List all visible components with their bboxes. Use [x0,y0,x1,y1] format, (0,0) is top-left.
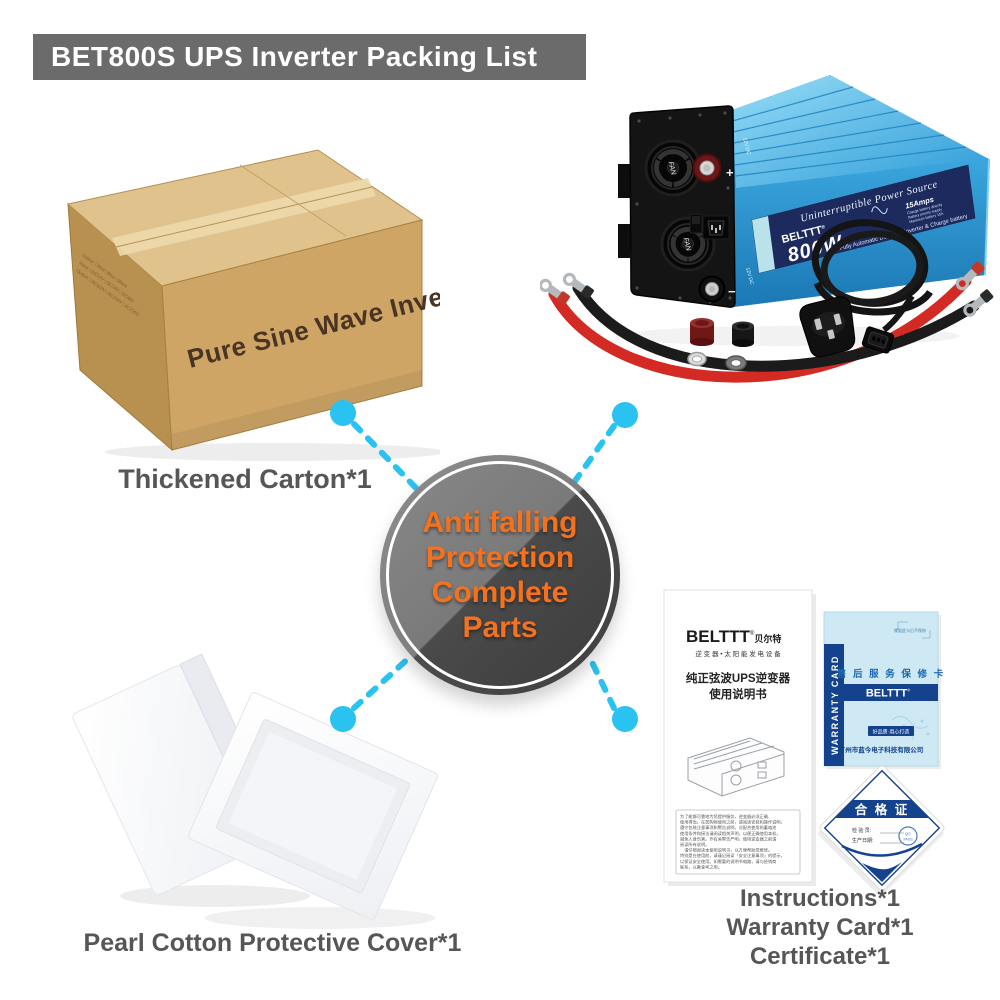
warranty-corner-note: 撕毁此卡后不保修 [894,627,926,633]
page-title: BET800S UPS Inverter Packing List [33,34,586,80]
crop-marks [897,621,931,639]
carton-front-shade [172,370,422,450]
iec-connector [861,326,895,354]
carton-photo: Pure Sine Wave Inverter Colour: □Red □Bl… [66,149,440,461]
fan-label: FAN [666,161,676,177]
svg-text:特别是在使用前，请谨记阅读「安全注意事项」的提示，: 特别是在使用前，请谨记阅读「安全注意事项」的提示， [680,852,785,859]
ring-terminal [955,261,985,291]
dc-marking-bottom: 12V DC [744,267,754,286]
svg-text:避免人身伤害。作有关警告严明，使用逆变器之前请: 避免人身伤害。作有关警告严明，使用逆变器之前请 [680,835,776,842]
warranty-company: 广州市蓝今电子科技有限公司 [839,745,924,754]
svg-text:PASS: PASS [903,838,913,842]
inverter-front-panel: FAN FAN + − [618,105,736,308]
foam-shadow [120,885,310,907]
fan-icon: FAN [644,139,702,197]
center-badge-inner: Anti falling Protection Complete Parts [386,461,614,689]
warranty-card: 撕毁此卡后不保修 WARRANTY CARD 售 后 服 务 保 修 卡 BEL… [823,611,945,769]
warranty-title: 售 后 服 务 保 修 卡 [837,668,945,680]
manual-text-box [675,809,801,875]
inverter-fins [732,86,967,177]
positive-terminal [692,153,722,183]
foam-tray [188,692,438,920]
ac-socket [702,215,730,240]
certificate-title: 合 格 证 [855,802,909,817]
sine-wave-icon [871,206,888,215]
foam-caption: Pearl Cotton Protective Cover*1 [83,929,462,957]
fan-label: FAN [681,237,691,253]
negative-terminal [698,275,726,303]
svg-text:联系，以备查考之用。: 联系，以备查考之用。 [680,863,722,870]
connector-line-top-right [572,423,617,484]
inverter-photo: 12V DC 12V DC Uninterruptible Power Sour… [540,75,994,383]
svg-text:遵守包装注意事项和警告说明。对配合使用的蓄电池: 遵守包装注意事项和警告说明。对配合使用的蓄电池 [680,824,777,831]
warranty-side-text: WARRANTY CARD [830,655,840,755]
red-battery-cable [540,261,985,383]
black-battery-cable [562,272,994,372]
power-switch [689,213,703,234]
carton-flap-seam [239,164,347,237]
svg-text:请仔细阅读本使用说明书，以方便帮助您维修。: 请仔细阅读本使用说明书，以方便帮助您维修。 [680,847,772,854]
documents-caption-line: Certificate*1 [749,943,891,970]
warranty-brand-band [844,684,938,701]
badge-text-line: Protection [425,541,575,574]
carton-seam [115,186,373,248]
black-terminal-cap [732,321,754,347]
manual-title-2: 使用说明书 [708,687,767,701]
carton-shadow [105,443,440,461]
svg-text:使用条件和接法请阅读相关声明，以便正确使用本机，: 使用条件和接法请阅读相关声明，以便正确使用本机， [680,830,781,837]
plus-marking: + [726,165,734,180]
svg-text:生产日期:: 生产日期: [852,837,873,844]
center-badge: Anti falling Protection Complete Parts [380,455,620,695]
dc-marking-top: 12V DC [741,137,751,156]
svg-text:为了能够可靠地为您提供服务，逆变器必须正确、: 为了能够可靠地为您提供服务，逆变器必须正确、 [680,813,772,820]
documents-photo: BELTTT®贝尔特 逆 变 器 • 太 阳 能 发 电 设 备 纯正弦波UPS… [663,589,945,893]
ring-terminal [963,289,994,317]
documents-caption-line: Instructions*1 [739,885,901,912]
connector-line-bottom-right [586,653,617,711]
manual-tagline: 逆 变 器 • 太 阳 能 发 电 设 备 [695,649,781,658]
svg-text:阅读所有说明。: 阅读所有说明。 [680,841,709,848]
badge-text-line: Parts [462,611,538,644]
badge-text-line: Complete [431,576,569,609]
ac-power-cord [799,219,933,358]
warranty-badge-text: 好品质·用心打造 [873,729,910,736]
foam-shadow [205,907,435,929]
carton-front-face [161,219,423,451]
documents-caption-line: Warranty Card*1 [726,914,914,941]
ring-terminal [562,272,594,299]
mounting-flanges [618,164,630,258]
documents-caption: Instructions*1 Warranty Card*1 Certifica… [655,884,985,971]
carton-caption: Thickened Carton*1 [118,464,372,494]
ring-terminal [540,278,570,305]
svg-text:QC: QC [905,831,911,836]
washer [687,351,707,367]
connector-dot-bottom-right [612,706,638,732]
warranty-brand: BELTTT® [866,688,910,700]
svg-text:检 验 员:: 检 验 员: [852,827,871,834]
foam-photo [72,653,438,929]
label-amps-notes: Charge battery directly Battery priority… [907,203,945,225]
certificate: 合 格 证 检 验 员: 生产日期: QC PASS [816,765,945,893]
svg-text:以保证安全使用。如需要的说明书电路，请与经销商: 以保证安全使用。如需要的说明书电路，请与经销商 [680,858,776,865]
minus-marking: − [728,284,736,299]
instruction-manual: BELTTT®贝尔特 逆 变 器 • 太 阳 能 发 电 设 备 纯正弦波UPS… [663,589,816,886]
badge-text-line: Anti falling [422,506,578,539]
uk-plug [799,296,856,358]
manual-body-text: 为了能够可靠地为您提供服务，逆变器必须正确、 使用得当。在您购物使用之前，请阅读… [680,813,785,870]
washer [725,355,747,371]
svg-text:使用得当。在您购物使用之前，请阅读安装和操作说明，: 使用得当。在您购物使用之前，请阅读安装和操作说明， [680,819,785,826]
qc-stamp: QC PASS [898,826,918,846]
certificate-band [835,800,929,818]
manual-title-1: 纯正弦波UPS逆变器 [686,671,791,685]
manual-inverter-drawing [687,737,785,797]
warranty-badge [868,726,914,736]
warranty-side-band [824,644,844,766]
certificate-swoosh [841,842,923,882]
manual-brand: BELTTT®贝尔特 [686,627,781,646]
red-terminal-cap [690,318,714,346]
